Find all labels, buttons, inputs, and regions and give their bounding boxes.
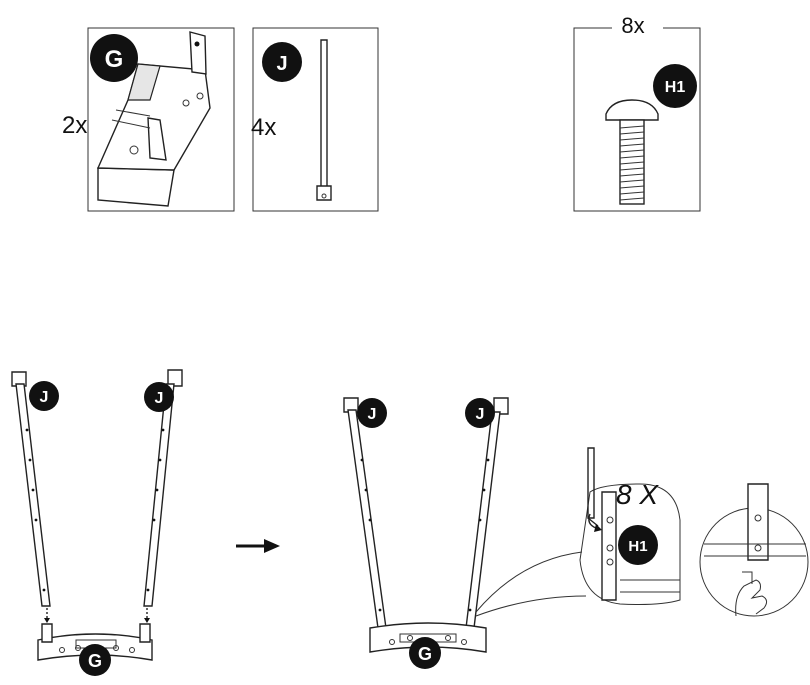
left-leg-badge: J <box>29 381 59 411</box>
assembled-right-leg-badge: J <box>465 398 495 428</box>
part-g-bracket-illustration <box>96 31 211 207</box>
left-leg-badge-label: J <box>40 389 49 406</box>
part-h1-quantity: 8x <box>621 13 644 38</box>
assembled-right-leg-badge-label: J <box>476 406 485 423</box>
part-g-quantity: 2x <box>62 112 87 139</box>
detail-h1-badge: H1 <box>618 525 658 565</box>
detail-count-mark: 8 X <box>616 479 659 510</box>
screw-illustration <box>605 99 659 205</box>
assembled-base-bracket-badge-label: G <box>418 644 432 664</box>
base-bracket-badge: G <box>79 644 111 676</box>
hand-icon <box>735 571 768 617</box>
part-j-quantity: 4x <box>251 114 276 141</box>
right-leg-badge-label: J <box>155 390 164 407</box>
part-g-badge-label: G <box>105 46 124 73</box>
part-j-badge: J <box>262 42 302 82</box>
part-j-frame <box>252 27 379 212</box>
detail-h1-badge-label: H1 <box>628 538 647 555</box>
part-j-leg-illustration <box>316 39 332 201</box>
insert-arrows <box>44 608 150 623</box>
part-j-badge-label: J <box>276 53 287 75</box>
assembled-left-leg-badge: J <box>357 398 387 428</box>
callout-line-lower <box>475 595 587 617</box>
step-before: J J <box>11 369 183 676</box>
step-arrow <box>236 539 280 553</box>
step-after: J J G <box>343 397 587 669</box>
part-h1-frame <box>573 27 701 212</box>
assembled-right-leg <box>465 397 509 629</box>
rotation-arrow-icon <box>588 513 602 532</box>
part-h1-badge-label: H1 <box>665 79 686 96</box>
part-g-frame <box>87 27 235 212</box>
part-h1-panel: 8x H1 <box>573 13 701 212</box>
part-g-panel: G 2x <box>62 27 235 212</box>
right-leg <box>143 369 183 607</box>
right-leg-badge: J <box>144 382 174 412</box>
detail-screw-closeup: 8 X H1 <box>579 447 681 605</box>
base-bracket-badge-label: G <box>88 651 102 671</box>
callout-line-upper <box>475 551 583 613</box>
left-leg <box>11 371 51 607</box>
part-h1-badge: H1 <box>653 64 697 108</box>
assembled-left-leg-badge-label: J <box>368 406 377 423</box>
detail-hand-closeup <box>699 483 809 617</box>
assembled-base-bracket-badge: G <box>409 637 441 669</box>
assembled-left-leg <box>343 397 387 629</box>
part-j-panel: J 4x <box>251 27 379 212</box>
part-g-badge: G <box>90 34 138 82</box>
